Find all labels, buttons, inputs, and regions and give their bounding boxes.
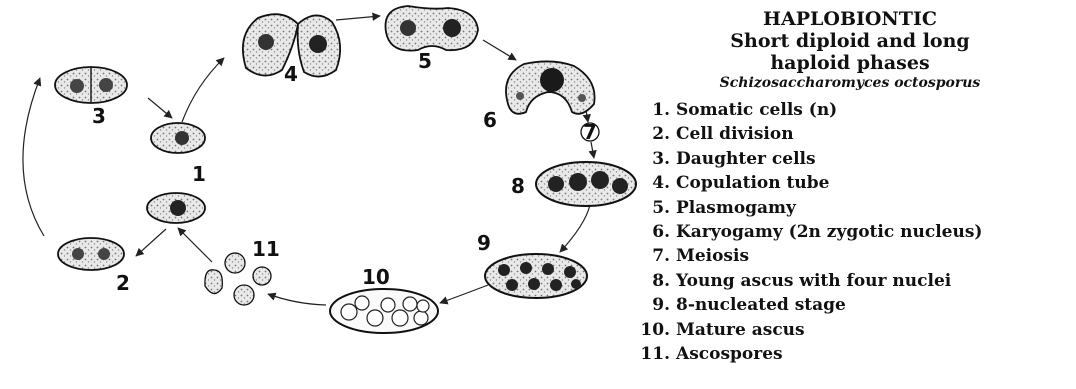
- legend-item: 7. Meiosis: [640, 244, 1076, 268]
- legend-item-number: 9.: [640, 293, 670, 317]
- legend-item: 11. Ascospores: [640, 342, 1076, 366]
- stage-1-cell-bottom: [147, 193, 205, 223]
- arrow-9-to-10: [440, 285, 488, 303]
- arrow-4-to-5: [336, 16, 380, 20]
- legend-item-number: 3.: [640, 147, 670, 171]
- legend-item-label: Daughter cells: [676, 149, 816, 169]
- legend-item: 10. Mature ascus: [640, 318, 1076, 342]
- legend-item-label: Karyogamy (2n zygotic nucleus): [676, 222, 982, 242]
- stage-label-3: 3: [92, 104, 106, 128]
- stage-label-4: 4: [284, 62, 298, 86]
- stage-label-2: 2: [116, 271, 130, 295]
- legend-panel: HAPLOBIONTIC Short diploid and long hapl…: [640, 8, 1076, 366]
- species-name: Schizosaccharomyces octosporus: [640, 74, 1060, 92]
- legend-item: 2. Cell division: [640, 122, 1076, 146]
- title-line-3: haploid phases: [640, 52, 1060, 74]
- legend-item: 4. Copulation tube: [640, 171, 1076, 195]
- arrow-5-to-6: [483, 40, 516, 60]
- title-line-2: Short diploid and long: [640, 30, 1060, 52]
- legend-item-label: Meiosis: [676, 246, 749, 266]
- stage-1-cell-top: [151, 123, 205, 153]
- legend-item: 8. Young ascus with four nuclei: [640, 269, 1076, 293]
- stage-label-6: 6: [483, 108, 497, 132]
- legend-item-label: Somatic cells (n): [676, 100, 837, 120]
- arrow-1-to-2: [136, 229, 166, 256]
- legend-item-number: 5.: [640, 196, 670, 220]
- stage-label-5: 5: [418, 49, 432, 73]
- arrow-2-to-3: [23, 78, 44, 236]
- arrow-3-to-1: [148, 98, 172, 118]
- legend-item-label: 8-nucleated stage: [676, 295, 846, 315]
- stage-8-ascus: [536, 162, 636, 206]
- legend-item-number: 2.: [640, 122, 670, 146]
- stage-2-cell: [58, 238, 124, 270]
- legend-list: 1. Somatic cells (n) 2. Cell division 3. Daug…: [640, 98, 1076, 366]
- stage-3-cells: [55, 67, 127, 103]
- legend-item-number: 10.: [640, 318, 670, 342]
- title-main: HAPLOBIONTIC: [640, 8, 1060, 30]
- stage-label-10: 10: [362, 265, 390, 289]
- legend-item: 1. Somatic cells (n): [640, 98, 1076, 122]
- life-cycle-diagram: 1 2 3 4 5 6 7 8 9 10 11: [0, 0, 640, 389]
- stage-6-cell: [506, 61, 595, 113]
- stage-label-11: 11: [252, 237, 280, 261]
- legend-item: 3. Daughter cells: [640, 147, 1076, 171]
- legend-item-number: 6.: [640, 220, 670, 244]
- legend-item-number: 11.: [640, 342, 670, 366]
- legend-item: 9. 8-nucleated stage: [640, 293, 1076, 317]
- legend-item-label: Copulation tube: [676, 173, 829, 193]
- legend-item-label: Young ascus with four nuclei: [676, 271, 951, 291]
- legend-item-number: 8.: [640, 269, 670, 293]
- stage-label-9: 9: [477, 231, 491, 255]
- legend-item-label: Plasmogamy: [676, 198, 796, 218]
- stage-label-8: 8: [511, 174, 525, 198]
- legend-item-label: Mature ascus: [676, 320, 805, 340]
- arrow-10-to-11: [268, 294, 326, 305]
- stage-9-ascus: [485, 254, 587, 298]
- stage-label-7: 7: [583, 120, 597, 144]
- arrow-1-to-4: [182, 58, 224, 122]
- stage-5-cell: [385, 6, 478, 51]
- stage-10-ascus: [330, 289, 438, 333]
- legend-item: 6. Karyogamy (2n zygotic nucleus): [640, 220, 1076, 244]
- legend-item-label: Ascospores: [676, 344, 783, 364]
- legend-item-number: 4.: [640, 171, 670, 195]
- legend-item-number: 7.: [640, 244, 670, 268]
- legend-item-label: Cell division: [676, 124, 794, 144]
- legend-item-number: 1.: [640, 98, 670, 122]
- arrow-7-to-8: [591, 142, 594, 158]
- arrow-11-to-1: [178, 228, 212, 262]
- stage-label-1: 1: [192, 162, 206, 186]
- legend-item: 5. Plasmogamy: [640, 196, 1076, 220]
- arrow-8-to-9: [560, 205, 590, 252]
- title-block: HAPLOBIONTIC Short diploid and long hapl…: [640, 8, 1060, 92]
